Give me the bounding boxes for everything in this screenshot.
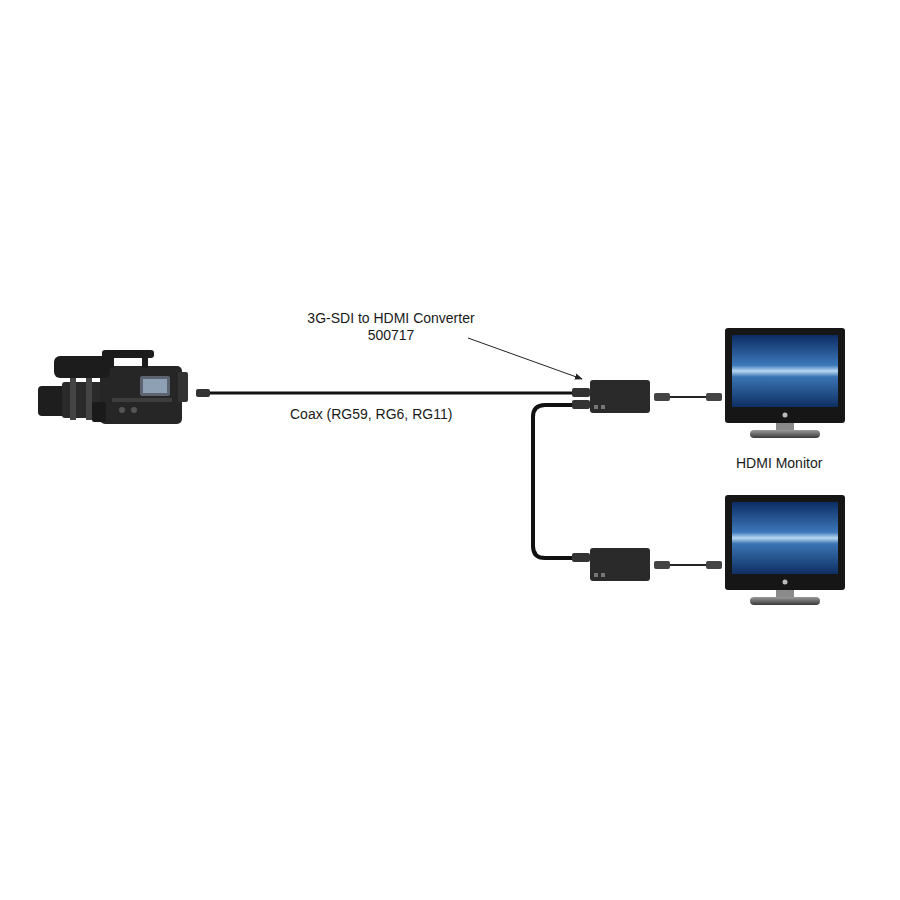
monitor-screen [732,502,838,574]
leader-line [468,338,582,379]
camera-lens-ring [70,378,76,420]
camera-body [100,366,182,424]
camera-button [119,407,125,413]
camera-screen-display [143,379,167,393]
camera-grip [92,402,106,422]
camera-handle-post [142,356,148,368]
monitor-screen [732,335,838,407]
hdmi-plug [706,561,722,569]
camera-handle-post [108,356,114,368]
monitor-bezel [725,495,845,590]
camera [38,350,188,424]
hdmi-plug [706,393,722,401]
converter-port [594,573,598,577]
converter-box [590,380,650,413]
device-label: HDMI Monitor [736,455,866,472]
coax-cable [210,392,574,395]
converter-port [601,405,605,409]
callout-label: 3G-SDI to HDMI Converter 500717 [293,310,489,344]
coax-cable [533,405,574,558]
camera-viewfinder [54,356,110,378]
monitor [725,328,845,438]
converter-port [594,405,598,409]
cable-label: Coax (RG59, RG6, RG11) [290,406,490,423]
camera-lens-ring [86,378,92,420]
camera-button [131,407,137,413]
bnc-connector [572,553,590,562]
hdmi-plug [654,561,670,569]
hdmi-plug [654,393,670,401]
monitor-base [750,597,820,605]
monitor-logo [783,413,788,418]
bnc-connector [572,388,590,397]
camera-panel [112,398,172,402]
hdmi-cable [670,564,706,566]
hdmi-cable [670,396,706,398]
converter-port [601,573,605,577]
camera-screen [140,376,170,396]
converter-box [590,548,650,581]
camera-battery [178,372,188,402]
bnc-connector [196,389,210,397]
monitor-logo [783,580,788,585]
bnc-connector [572,400,590,409]
monitor [725,495,845,605]
monitor-bezel [725,328,845,423]
monitor-base [750,430,820,438]
